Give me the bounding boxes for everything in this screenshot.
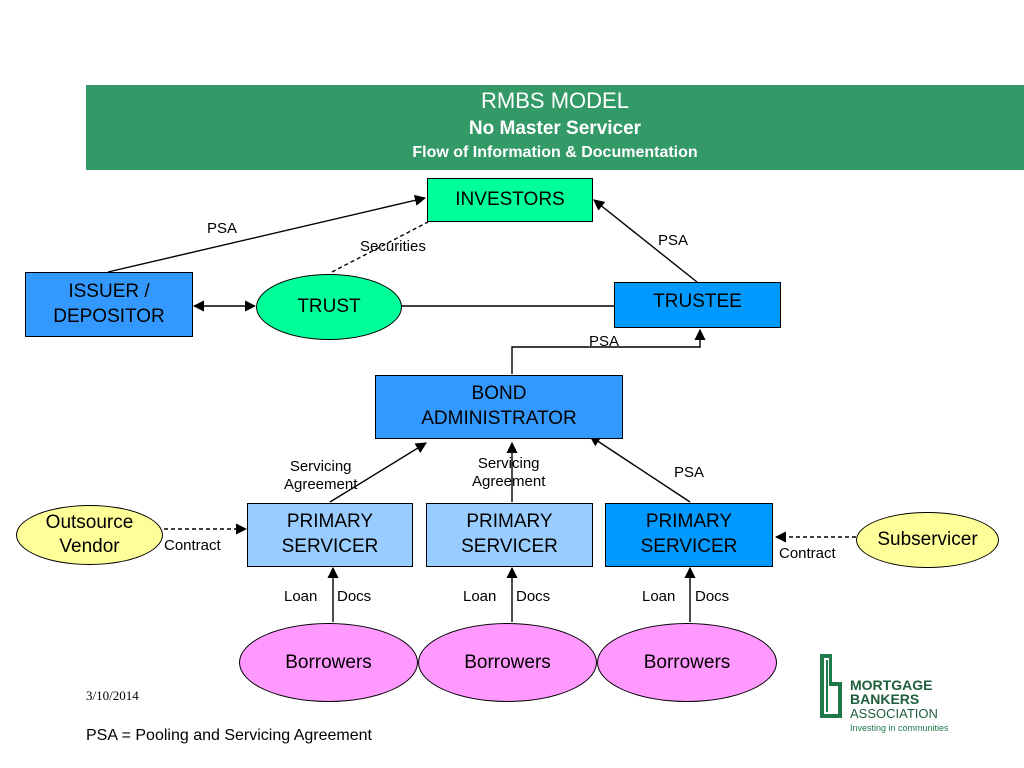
trustee-node: TRUSTEE bbox=[614, 282, 781, 328]
issuer-label-line1: ISSUER / bbox=[68, 280, 150, 302]
borrowers-label: Borrowers bbox=[464, 651, 551, 673]
edge-servicer3-bond bbox=[589, 435, 691, 503]
outsource-vendor-label-line2: Vendor bbox=[59, 536, 120, 557]
contract-label: Contract bbox=[164, 537, 221, 554]
primary-servicer-label-line1: PRIMARY bbox=[645, 511, 733, 533]
issuer-depositor-node: ISSUER / DEPOSITOR bbox=[25, 272, 193, 337]
edge-issuer-investors bbox=[107, 194, 427, 273]
diagram-caption: Flow of Information & Documentation bbox=[412, 144, 698, 161]
edge-trustee-investors bbox=[593, 199, 698, 283]
issuer-label-line2: DEPOSITOR bbox=[53, 305, 165, 327]
investors-node: INVESTORS bbox=[427, 178, 593, 222]
primary-servicer-label-line1: PRIMARY bbox=[466, 511, 553, 533]
slide-date: 3/10/2014 bbox=[86, 688, 139, 703]
diagram-title: RMBS MODEL bbox=[481, 88, 629, 113]
borrowers-node: Borrowers bbox=[239, 623, 418, 702]
subservicer-label: Subservicer bbox=[877, 529, 978, 551]
contract-label: Contract bbox=[779, 545, 836, 562]
loan-label: Loan bbox=[463, 588, 497, 605]
primary-servicer-label-line2: SERVICER bbox=[281, 536, 379, 557]
docs-label: Docs bbox=[516, 588, 551, 605]
trust-node: TRUST bbox=[256, 274, 402, 340]
title-banner: RMBS MODEL No Master Servicer Flow of In… bbox=[86, 85, 1024, 170]
servicing-agreement-line2: Agreement bbox=[284, 476, 358, 493]
docs-label: Docs bbox=[695, 588, 730, 605]
docs-label: Docs bbox=[337, 588, 372, 605]
primary-servicer-label-line2: SERVICER bbox=[640, 536, 738, 557]
psa-label: PSA bbox=[207, 220, 238, 237]
primary-servicer-label-line2: SERVICER bbox=[461, 536, 558, 557]
logo-word-mortgage: MORTGAGE bbox=[850, 677, 933, 693]
securities-label: Securities bbox=[360, 238, 426, 255]
primary-servicer-node: PRIMARY SERVICER bbox=[247, 503, 413, 567]
loan-label: Loan bbox=[284, 588, 318, 605]
servicing-agreement-line1: Servicing bbox=[477, 455, 540, 472]
psa-label: PSA bbox=[674, 464, 705, 481]
borrowers-label: Borrowers bbox=[285, 651, 372, 673]
borrowers-label: Borrowers bbox=[643, 651, 731, 673]
trust-label: TRUST bbox=[297, 296, 361, 318]
servicing-agreement-line1: Servicing bbox=[289, 458, 352, 475]
bond-admin-label-line2: ADMINISTRATOR bbox=[421, 408, 577, 429]
bond-admin-label-line1: BOND bbox=[471, 383, 527, 405]
psa-footnote: PSA = Pooling and Servicing Agreement bbox=[86, 727, 372, 744]
diagram-subtitle: No Master Servicer bbox=[468, 118, 642, 139]
primary-servicer-label-line1: PRIMARY bbox=[286, 511, 374, 533]
outsource-vendor-node: Outsource Vendor bbox=[16, 505, 163, 565]
servicing-agreement-label: Servicing Agreement bbox=[472, 455, 545, 491]
borrowers-node: Borrowers bbox=[597, 623, 777, 702]
edge-bond-trustee bbox=[511, 328, 706, 374]
bond-administrator-node: BOND ADMINISTRATOR bbox=[375, 375, 623, 439]
primary-servicer-node: PRIMARY SERVICER bbox=[605, 503, 773, 567]
investors-label: INVESTORS bbox=[455, 188, 565, 210]
borrowers-node: Borrowers bbox=[418, 623, 597, 702]
servicing-agreement-label: Servicing Agreement bbox=[284, 458, 357, 494]
mba-logo: MORTGAGE BANKERS ASSOCIATION Investing i… bbox=[818, 651, 958, 741]
loan-label: Loan bbox=[642, 588, 676, 605]
psa-label: PSA bbox=[589, 333, 620, 350]
logo-tagline: Investing in communities bbox=[850, 723, 949, 733]
logo-word-association: ASSOCIATION bbox=[850, 706, 938, 721]
servicing-agreement-line2: Agreement bbox=[472, 473, 546, 490]
logo-word-bankers: BANKERS bbox=[850, 691, 920, 707]
mba-logo-mark-icon bbox=[820, 654, 842, 718]
subservicer-node: Subservicer bbox=[856, 512, 999, 568]
edge-servicer1-bond bbox=[329, 442, 427, 503]
psa-label: PSA bbox=[658, 232, 689, 249]
primary-servicer-node: PRIMARY SERVICER bbox=[426, 503, 593, 567]
trustee-label: TRUSTEE bbox=[653, 291, 742, 312]
outsource-vendor-label-line1: Outsource bbox=[45, 512, 134, 534]
